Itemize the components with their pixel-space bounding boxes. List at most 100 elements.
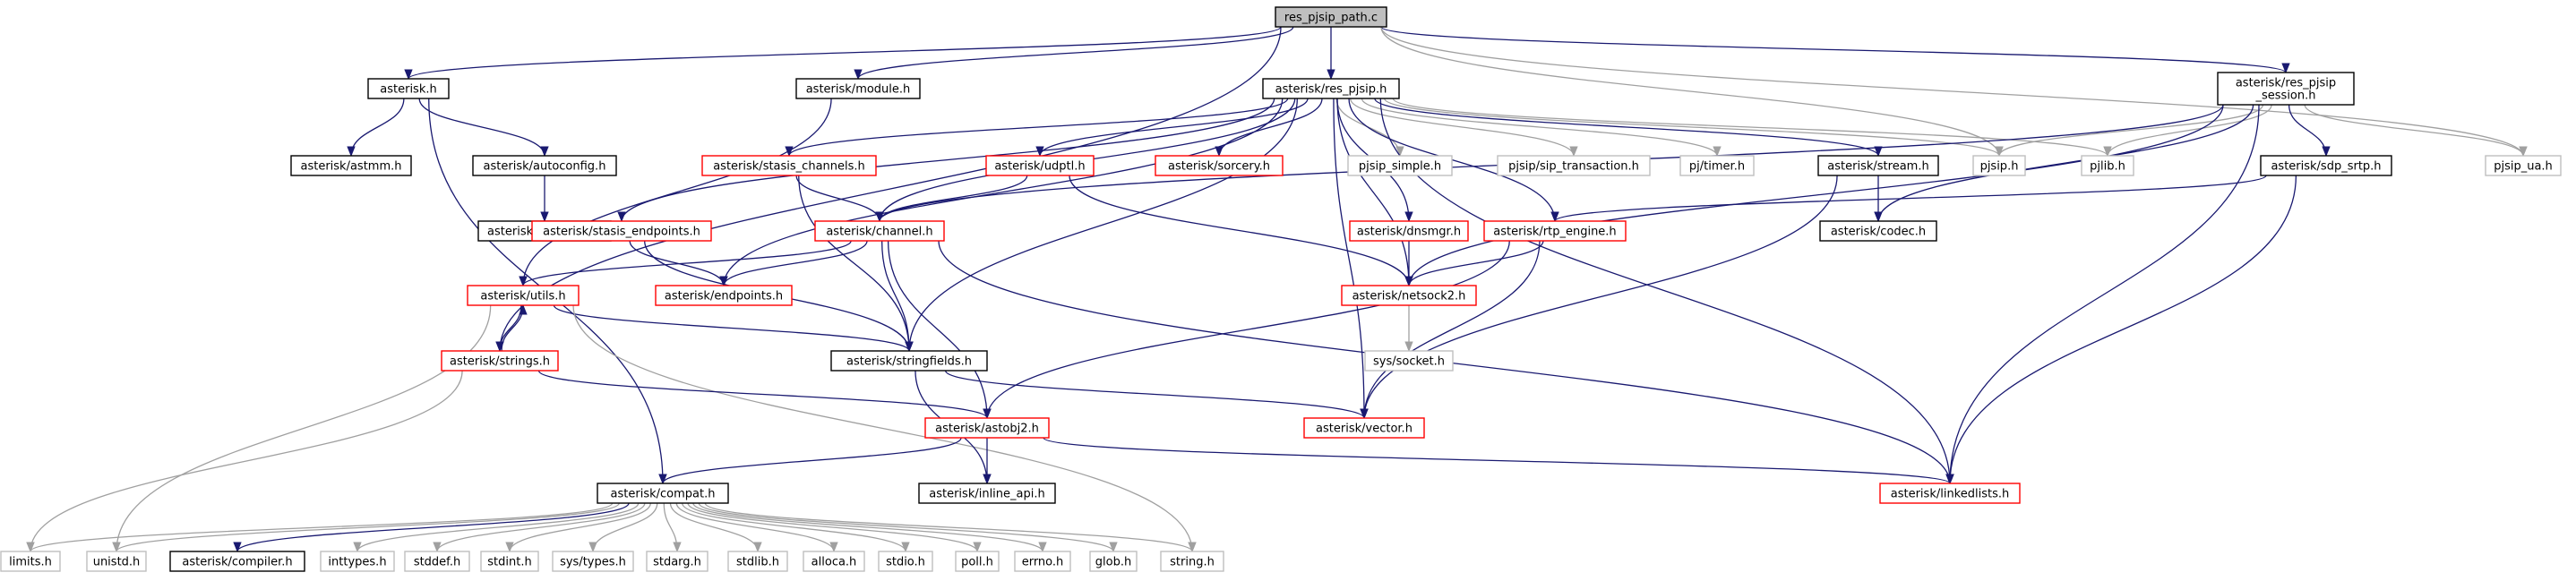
node-box — [646, 551, 708, 572]
node-box — [655, 285, 793, 306]
node-box — [320, 551, 395, 572]
node-compat-h[interactable]: asterisk/compat.h — [597, 483, 729, 504]
node-autoconfig-h[interactable]: asterisk/autoconfig.h — [472, 155, 617, 176]
node-label: asterisk/udptl.h — [994, 160, 1085, 174]
edge-sdp_srtp_h-to-linkedlists_h — [1945, 175, 2297, 485]
node-poll-h[interactable]: poll.h — [955, 551, 1000, 572]
node-label: pjsip_simple.h — [1359, 160, 1441, 174]
node-rtp-engine-h[interactable]: asterisk/rtp_engine.h — [1483, 220, 1627, 242]
node-vector-h[interactable]: asterisk/vector.h — [1303, 417, 1425, 439]
edge-res_pjsip_h-to-pjsip_h — [1384, 98, 2004, 158]
node-label: pjlib.h — [2090, 160, 2125, 174]
node-limits-h[interactable]: limits.h — [0, 551, 61, 572]
edge-path — [26, 502, 614, 553]
edge-channel_h-to-utils_h — [519, 240, 852, 287]
node-channel-h[interactable]: asterisk/channel.h — [814, 220, 945, 242]
node-compiler-h[interactable]: asterisk/compiler.h — [169, 551, 305, 572]
node-inline-api-h[interactable]: asterisk/inline_api.h — [918, 483, 1056, 504]
node-string-h[interactable]: string.h — [1160, 551, 1224, 572]
edge-path — [1215, 98, 1323, 158]
node-stasis-channels-h[interactable]: asterisk/stasis_channels.h — [701, 155, 877, 176]
node-box — [1972, 155, 2026, 176]
node-pjsip-sip-transaction-h[interactable]: pjsip/sip_transaction.h — [1497, 155, 1651, 176]
node-box — [1303, 417, 1425, 439]
edge-root-to-pjsip_h — [1380, 26, 2004, 158]
node-box — [2260, 155, 2392, 176]
node-label: asterisk/utils.h — [480, 290, 565, 303]
node-module-h[interactable]: asterisk/module.h — [795, 78, 921, 99]
node-alloca-h[interactable]: alloca.h — [803, 551, 865, 572]
edge-path — [1380, 26, 2004, 158]
node-stdint-h[interactable]: stdint.h — [480, 551, 539, 572]
edge-path — [698, 502, 1118, 553]
node-stddef-h[interactable]: stddef.h — [404, 551, 470, 572]
node-label: asterisk/module.h — [806, 83, 911, 97]
node-stdarg-h[interactable]: stdarg.h — [646, 551, 708, 572]
node-asterisk-h[interactable]: asterisk.h — [367, 78, 450, 99]
node-stream-h[interactable]: asterisk/stream.h — [1817, 155, 1939, 176]
edge-path — [495, 26, 1282, 353]
edge-root-to-asterisk_h — [404, 26, 1282, 81]
node-sdp-srtp-h[interactable]: asterisk/sdp_srtp.h — [2260, 155, 2392, 176]
node-endpoints-h[interactable]: asterisk/endpoints.h — [655, 285, 793, 306]
node-linkedlists-h[interactable]: asterisk/linkedlists.h — [1879, 483, 2021, 504]
edges-layer — [26, 26, 2528, 553]
edge-path — [1043, 437, 1954, 485]
edge-udptl_h-to-channel_h — [875, 175, 1028, 223]
node-res-pjsip-h[interactable]: asterisk/res_pjsip.h — [1262, 78, 1400, 99]
node-pjsip-h[interactable]: pjsip.h — [1972, 155, 2026, 176]
edge-compat_h-to-unistd_h — [112, 502, 620, 553]
node-astobj2-h[interactable]: asterisk/astobj2.h — [924, 417, 1050, 439]
edge-path — [1380, 26, 2290, 74]
node-pjlib-h[interactable]: pjlib.h — [2081, 155, 2134, 176]
node-stringfields-h[interactable]: asterisk/stringfields.h — [830, 350, 988, 372]
node-box — [1275, 6, 1387, 28]
edge-path — [1336, 98, 1413, 287]
node-utils-h[interactable]: asterisk/utils.h — [467, 285, 580, 306]
edge-path — [944, 370, 1369, 420]
edge-path — [795, 175, 884, 223]
node-box — [701, 155, 877, 176]
node-stdlib-h[interactable]: stdlib.h — [727, 551, 788, 572]
node-label: asterisk/compiler.h — [182, 556, 292, 569]
edge-root-to-res_pjsip_session_h — [1380, 26, 2290, 74]
node-stasis-endpoints-h[interactable]: asterisk/stasis_endpoints.h — [531, 220, 712, 242]
node-label: asterisk/res_pjsip — [2236, 77, 2336, 90]
node-box — [2485, 155, 2562, 176]
node-res-pjsip-session-h[interactable]: asterisk/res_pjsip_session.h — [2217, 72, 2355, 106]
edge-path — [347, 98, 405, 158]
node-pj-timer-h[interactable]: pj/timer.h — [1679, 155, 1755, 176]
node-sys-socket-h[interactable]: sys/socket.h — [1364, 350, 1454, 372]
node-codec-h[interactable]: asterisk/codec.h — [1819, 220, 1937, 242]
node-errno-h[interactable]: errno.h — [1014, 551, 1071, 572]
edge-res_pjsip_h-to-stream_h — [1374, 98, 1883, 158]
edge-udptl_h-to-netsock2_h — [1069, 175, 1413, 287]
node-pjsip-ua-h[interactable]: pjsip_ua.h — [2485, 155, 2562, 176]
edge-path — [537, 370, 992, 420]
edge-path — [1361, 98, 1722, 158]
node-netsock2-h[interactable]: asterisk/netsock2.h — [1341, 285, 1477, 306]
node-label: asterisk/autoconfig.h — [484, 160, 606, 174]
node-strings-h[interactable]: asterisk/strings.h — [441, 350, 559, 372]
node-sys-types-h[interactable]: sys/types.h — [552, 551, 634, 572]
node-pjsip-simple-h[interactable]: pjsip_simple.h — [1347, 155, 1453, 176]
node-stdio-h[interactable]: stdio.h — [878, 551, 933, 572]
node-astmm-h[interactable]: asterisk/astmm.h — [290, 155, 412, 176]
edge-res_pjsip_h-to-pjlib_h — [1392, 98, 2112, 158]
node-label: _session.h — [2255, 90, 2316, 103]
edge-strings_h-to-astobj2_h — [537, 370, 992, 420]
node-udptl-h[interactable]: asterisk/udptl.h — [985, 155, 1095, 176]
node-inttypes-h[interactable]: inttypes.h — [320, 551, 395, 572]
edge-stringfields_h-to-vector_h — [944, 370, 1369, 420]
node-box — [1817, 155, 1939, 176]
edge-res_pjsip_session_h-to-pjlib_h — [2103, 104, 2272, 158]
edge-res_pjsip_h-to-stasis_channels_h — [785, 98, 1289, 158]
edge-rtp_engine_h-to-astobj2_h — [983, 240, 1510, 420]
node-dnsmgr-h[interactable]: asterisk/dnsmgr.h — [1349, 220, 1469, 242]
node-sorcery-h[interactable]: asterisk/sorcery.h — [1155, 155, 1284, 176]
edge-path — [519, 240, 852, 287]
node-label: pjsip.h — [1980, 160, 2019, 174]
edge-path — [687, 502, 982, 553]
node-glob-h[interactable]: glob.h — [1089, 551, 1138, 572]
node-unistd-h[interactable]: unistd.h — [86, 551, 147, 572]
